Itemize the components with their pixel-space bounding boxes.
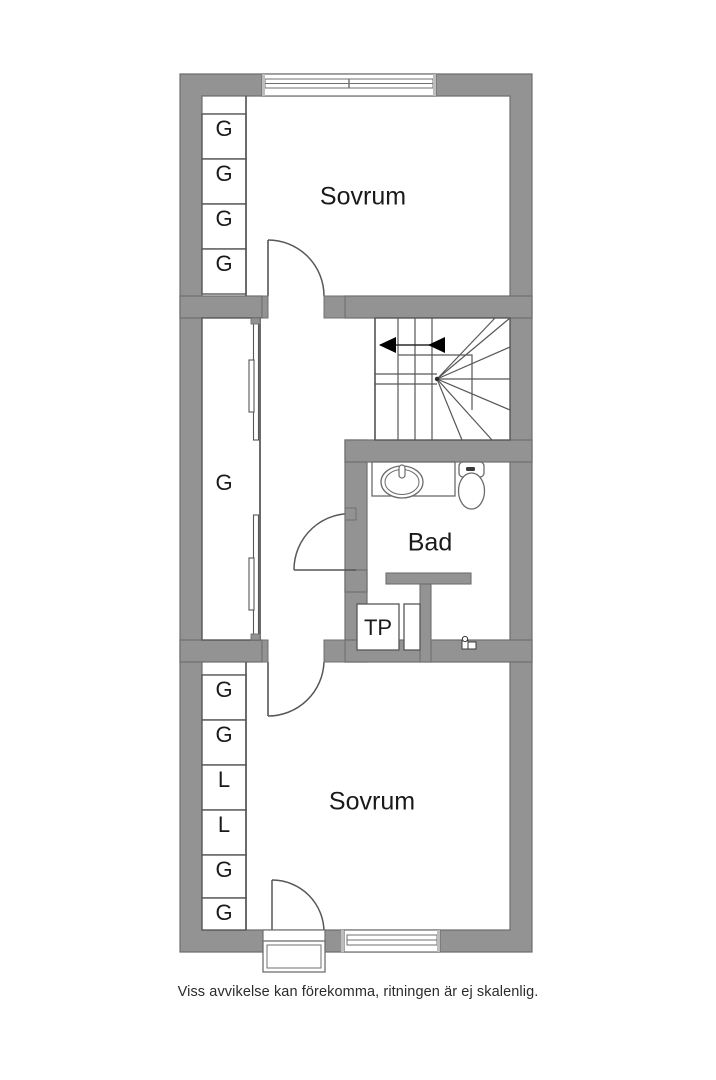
sink-counter [371, 461, 456, 499]
plan-disclaimer-caption: Viss avvikelse kan förekomma, ritningen … [177, 984, 539, 1000]
closet-label: G [215, 900, 232, 925]
closet-label: G [215, 206, 232, 231]
toilet-bowl [457, 461, 486, 510]
closet-label: G [215, 857, 232, 882]
closet-label: G [215, 677, 232, 702]
toilet-paper-label: TP [364, 615, 392, 640]
closet-cell [201, 113, 247, 160]
closet-bank-top: G G G G [201, 95, 247, 296]
closet-label: L [218, 767, 230, 792]
closet-cell [201, 158, 247, 205]
toilet-paper-box [356, 603, 400, 651]
sliding-door-upper [248, 317, 261, 441]
closet-label: L [218, 812, 230, 837]
closet-cell [201, 809, 247, 856]
closet-cell [201, 897, 247, 931]
wall-top-bedroom-right [344, 295, 533, 319]
sliding-door-lower [248, 514, 261, 641]
room-label-bathroom: Bad [408, 529, 452, 557]
wall-top-bedroom-left [179, 295, 263, 319]
staircase [374, 317, 511, 441]
closet-label: G [215, 251, 232, 276]
window-double-top [261, 73, 437, 97]
window-bottom-right [341, 929, 441, 953]
door-swing-bathroom [293, 507, 357, 571]
wall-bath-top [344, 439, 533, 463]
washing-machine [403, 603, 421, 651]
closet-hall: G [201, 317, 261, 641]
floor-drain-icon [461, 635, 477, 650]
bathroom-shelf [385, 572, 472, 585]
wall-bath-door-jamb [344, 569, 368, 593]
closet-label: G [215, 161, 232, 186]
closet-label: G [215, 116, 232, 141]
door-swing-bedroom-top [261, 239, 346, 319]
closet-cell [201, 764, 247, 811]
stair-direction-arrows [379, 337, 445, 353]
faucet-icon [398, 464, 406, 479]
room-label-bedroom-bottom: Sovrum [329, 788, 415, 816]
door-swing-bedroom-bottom-exterior [271, 879, 325, 933]
closet-top-cap [201, 95, 247, 115]
bathroom: Bad TP [356, 461, 486, 663]
closet-bank-bottom: G G L L G G [201, 661, 247, 931]
closet-hall-label: G [215, 470, 232, 495]
balcony-door-bottom-left [262, 929, 326, 973]
closet-label: G [215, 722, 232, 747]
bathroom-partition [419, 583, 432, 663]
room-label-bedroom-top: Sovrum [320, 183, 406, 211]
wall-bottom-bedroom-left [179, 639, 263, 663]
door-swing-bedroom-bottom-hall [261, 639, 346, 717]
closet-bottom-cap [201, 661, 247, 676]
closet-cell [201, 248, 247, 295]
